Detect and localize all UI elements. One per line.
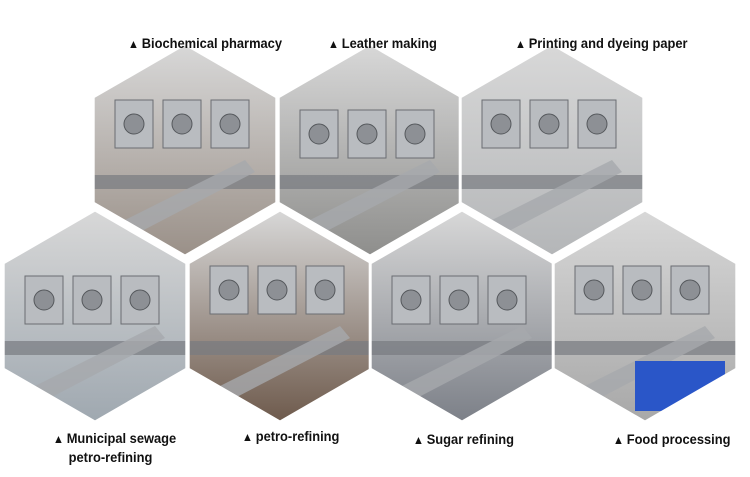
- machine-unit: [210, 99, 250, 149]
- hexagon-photo-petro-refining: [188, 210, 372, 422]
- label-food-processing: ▲Food processing: [613, 431, 731, 447]
- label-biochemical-pharmacy: ▲Biochemical pharmacy: [128, 35, 283, 51]
- label-sugar-refining: ▲Sugar refining: [413, 431, 515, 447]
- label-petro-refining: ▲petro-refining: [242, 428, 340, 444]
- label-leather-making: ▲Leather making: [328, 35, 437, 51]
- label-printing-dyeing-paper: ▲Printing and dyeing paper: [515, 35, 688, 51]
